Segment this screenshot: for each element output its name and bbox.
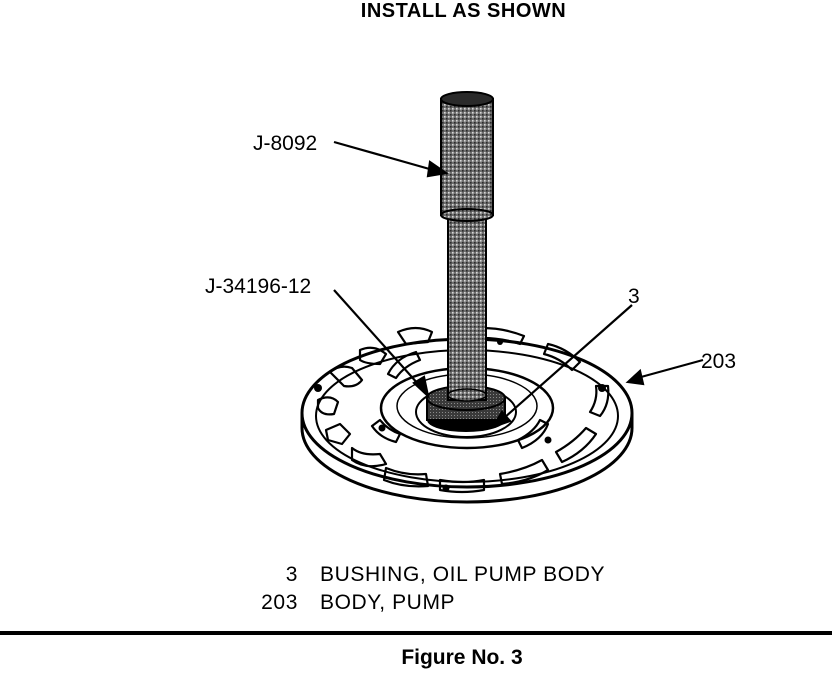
arrowhead-j8092 xyxy=(426,160,449,178)
legend-description: BODY, PUMP xyxy=(320,591,456,614)
figure-caption: Figure No. 3 xyxy=(401,646,523,669)
arrowhead-bushing xyxy=(490,410,512,430)
bolt-holes xyxy=(314,339,606,492)
bushing-installer-tool xyxy=(426,213,506,432)
legend-number: 203 xyxy=(261,591,298,614)
leader-line-j8092 xyxy=(333,140,434,172)
figure-heading: INSTALL AS SHOWN xyxy=(360,0,567,22)
callout-bushing: 3 xyxy=(628,285,640,308)
legend-number: 3 xyxy=(285,563,298,586)
callout-j34196-12: J-34196-12 xyxy=(205,275,311,298)
leader-line-pump-body xyxy=(640,358,704,379)
arrowhead-j34196 xyxy=(412,375,430,400)
legend-row: 3 BUSHING, OIL PUMP BODY xyxy=(230,563,605,587)
driver-handle-tool xyxy=(440,91,494,222)
leader-line-j34196 xyxy=(333,289,420,386)
callout-j8092: J-8092 xyxy=(253,132,317,155)
arrowhead-pump-body xyxy=(625,368,645,386)
caption-divider xyxy=(0,631,832,635)
callout-pump-body: 203 xyxy=(701,350,736,373)
legend-row: 203 BODY, PUMP xyxy=(230,591,455,615)
leader-line-bushing xyxy=(503,304,633,419)
legend-description: BUSHING, OIL PUMP BODY xyxy=(320,563,606,586)
